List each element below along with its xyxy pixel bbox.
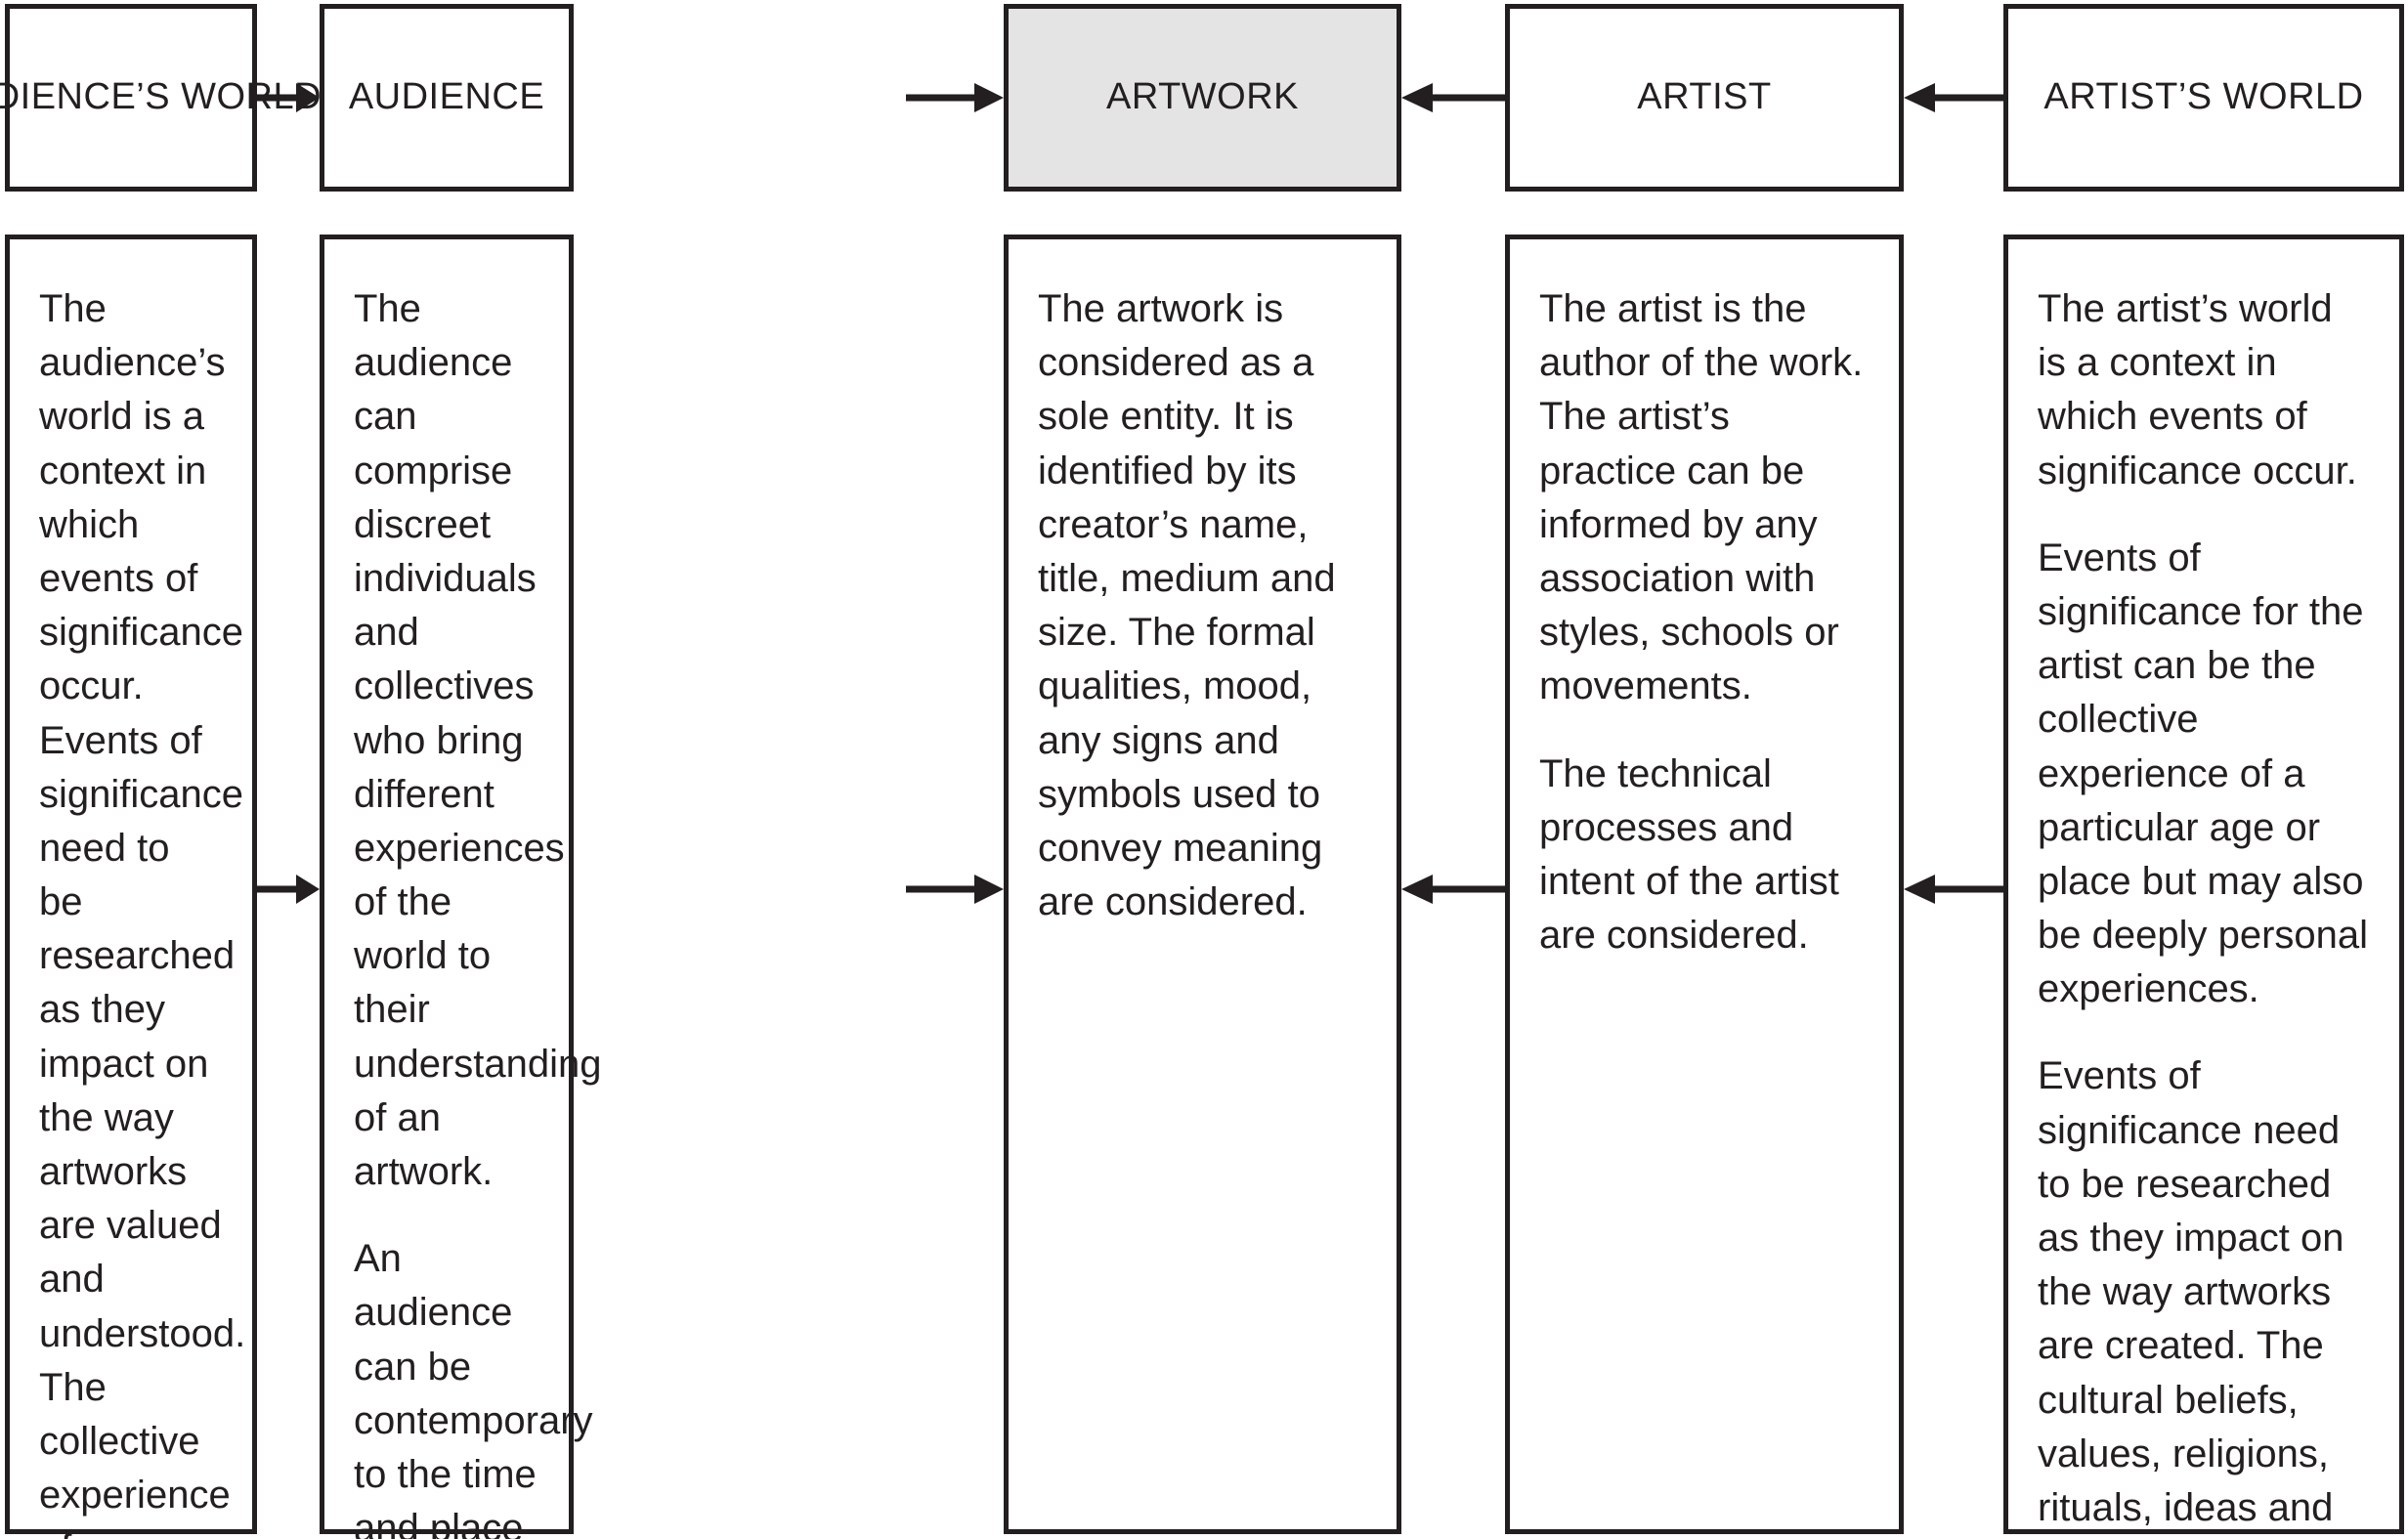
body-box-audiences-world[interactable]: The audience’s world is a context in whi… (5, 235, 257, 1539)
header-box-artwork[interactable]: ARTWORK (1004, 4, 1401, 192)
paragraph: The audience can comprise discreet indiv… (354, 287, 602, 1193)
header-box-audience[interactable]: AUDIENCE (320, 4, 574, 192)
paragraph: The artist’s world is a context in which… (2038, 287, 2357, 492)
arrow-left-artists-world-to-artist (1904, 78, 2003, 117)
arrow-left-body-artist-to-artwork (1401, 870, 1505, 909)
header-box-audiences-world[interactable]: AUDIENCE’S WORLD (0, 4, 322, 192)
header-box-artists-world[interactable]: ARTIST’S WORLD (2003, 4, 2404, 192)
body-box-audience[interactable]: The audience can comprise discreet indiv… (320, 235, 602, 1539)
paragraph: The audience’s world is a context in whi… (39, 287, 246, 1539)
arrow-right-audiences-world-to-audience (257, 78, 320, 117)
body-box-artists-world[interactable]: The artist’s world is a context in which… (2003, 235, 2404, 1534)
header-label-artist: ARTIST (1637, 76, 1772, 118)
arrow-left-artist-to-artwork (1401, 78, 1505, 117)
paragraph: The technical processes and intent of th… (1539, 751, 1839, 958)
paragraph: The artist is the author of the work. Th… (1539, 287, 1864, 708)
arrow-right-audience-to-artwork (574, 78, 1004, 117)
arrow-right-body-audiences-world-to-audience (257, 870, 320, 909)
body-box-artwork[interactable]: The artwork is considered as a sole enti… (1004, 235, 1401, 1534)
header-box-artist[interactable]: ARTIST (1505, 4, 1904, 192)
body-box-artist[interactable]: The artist is the author of the work. Th… (1505, 235, 1904, 1534)
paragraph: Events of significance for the artist ca… (2038, 535, 2369, 1011)
paragraph: An audience can be contemporary to the t… (354, 1237, 593, 1539)
paragraph: The artwork is considered as a sole enti… (1038, 287, 1336, 924)
paragraph: Events of significance need to be resear… (2038, 1054, 2344, 1529)
header-label-artists-world: ARTIST’S WORLD (2043, 76, 2364, 118)
header-label-audience: AUDIENCE (348, 76, 545, 118)
arrow-left-body-artists-world-to-artist (1904, 870, 2003, 909)
arrow-right-body-audience-to-artwork (574, 870, 1004, 909)
header-label-artwork: ARTWORK (1105, 76, 1300, 118)
